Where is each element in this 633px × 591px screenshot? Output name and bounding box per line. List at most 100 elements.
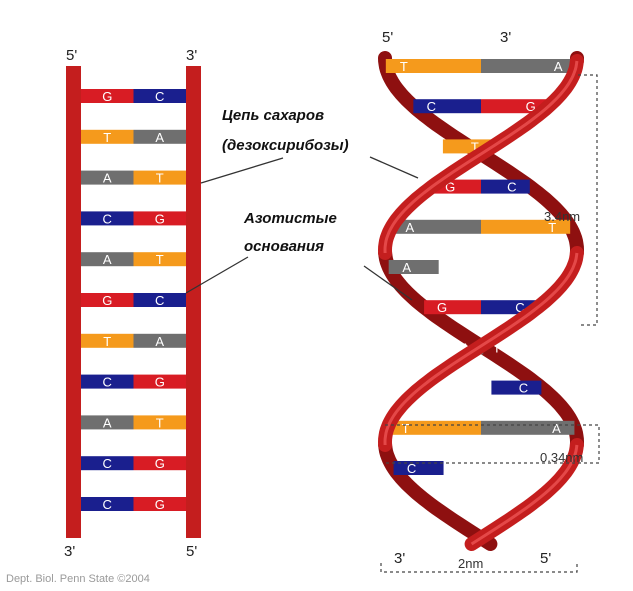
helix-base-left-letter: C [407, 461, 416, 476]
helix-backbone-b-highlight [383, 252, 579, 446]
ladder-base-left [81, 170, 134, 185]
helix-base-right [481, 59, 577, 73]
helix-backbone-b [378, 438, 498, 551]
ladder-base-right [133, 293, 186, 307]
callout-bases-line-right [363, 265, 413, 301]
ladder-base-right [133, 89, 186, 103]
ladder-base-right [133, 170, 186, 185]
helix-base-left-letter: C [427, 99, 436, 114]
helix-base-left-letter: T [400, 59, 408, 74]
ladder-base-left [81, 333, 134, 348]
helix-base-left [385, 59, 481, 73]
helix-base-left-letter: A [405, 220, 414, 235]
callout-sugar-line-left [200, 157, 284, 184]
pitch-label: 3.4nm [544, 209, 580, 224]
ladder-base-left [81, 293, 134, 307]
ladder-base-left [81, 415, 134, 430]
ladder-backbone-left [66, 66, 81, 538]
helix-backbone-b [377, 246, 584, 452]
helix-dimensions: 3.4nm 0.34nm 2nm [380, 74, 600, 573]
helix-base-left [391, 219, 481, 234]
helix-base-right-letter: A [554, 59, 563, 74]
helix-base-right-letter: C [519, 381, 528, 396]
helix-label-bottom-left: 3' [394, 550, 405, 567]
ladder-base-left-letter: T [103, 130, 111, 145]
helix-base-pair: C [393, 461, 444, 476]
helix-base-right [481, 420, 575, 435]
callout-bases-line-left [185, 256, 249, 294]
ladder-base-left [81, 497, 134, 511]
callout-sugar-chain-line1: Цепь сахаров [222, 107, 324, 124]
helix-base-right-letter: G [526, 99, 536, 114]
helix-base-right-letter: C [507, 180, 516, 195]
ladder-label-bottom-right: 5' [186, 543, 197, 560]
callout-bases-line1: Азотистые [243, 210, 337, 227]
ladder-base-right-letter: T [156, 252, 164, 267]
helix-base-left-letter: G [445, 180, 455, 195]
ladder-base-right-letter: A [155, 334, 164, 349]
ladder-base-left [81, 374, 134, 389]
ladder-base-left-letter: C [103, 456, 112, 471]
helix-base-left-letter: G [437, 300, 447, 315]
callout-bases-line2: основания [244, 238, 324, 255]
ladder-base-right-letter: G [155, 211, 165, 226]
ladder-base-right [133, 415, 186, 430]
helix-base-left [388, 260, 439, 274]
ladder-base-right-letter: T [156, 415, 164, 430]
helix-base-pair: C [491, 380, 542, 396]
ladder-base-right [133, 374, 186, 389]
ladder-base-left-letter: C [103, 497, 112, 512]
rise-label: 0.34nm [540, 450, 583, 465]
ladder-base-right-letter: G [155, 456, 165, 471]
helix-label-bottom-right: 5' [540, 550, 551, 567]
ladder-base-right [133, 129, 186, 144]
ladder-base-left [81, 211, 134, 226]
ladder-base-left-letter: C [103, 211, 112, 226]
image-credit: Dept. Biol. Penn State ©2004 [6, 573, 150, 585]
ladder-base-left-letter: A [103, 171, 112, 186]
ladder-label-bottom-left: 3' [64, 543, 75, 560]
ladder-base-right [133, 497, 186, 511]
ladder-base-left-letter: T [103, 334, 111, 349]
helix-label-top-right: 3' [500, 29, 511, 46]
helix-base-left-letter: T [402, 421, 410, 436]
ladder-base-left-letter: C [103, 375, 112, 390]
helix-base-pair: A [388, 260, 439, 275]
ladder-base-left [81, 252, 134, 267]
ladder-base-left [81, 89, 134, 103]
ladder-base-right-letter: C [155, 293, 164, 308]
ladder-base-right [133, 333, 186, 348]
helix-base-right-letter: A [552, 421, 561, 436]
helix-label-top-left: 5' [382, 29, 393, 46]
ladder-label-top-right: 3' [186, 47, 197, 64]
helix-base-left [413, 99, 481, 114]
ladder-base-right-letter: A [155, 130, 164, 145]
helix-backbone-a-highlight [470, 444, 579, 546]
width-label: 2nm [458, 556, 483, 571]
ladder-backbone-right [186, 66, 201, 538]
ladder-base-left-letter: G [102, 293, 112, 308]
helix-base-right [481, 219, 571, 234]
ladder-base-left-letter: A [103, 252, 112, 267]
ladder-base-right [133, 456, 186, 471]
ladder-base-right-letter: T [156, 171, 164, 186]
helix-base-left-letter: A [402, 260, 411, 275]
ladder-base-right [133, 252, 186, 267]
helix-base-right [491, 380, 542, 395]
